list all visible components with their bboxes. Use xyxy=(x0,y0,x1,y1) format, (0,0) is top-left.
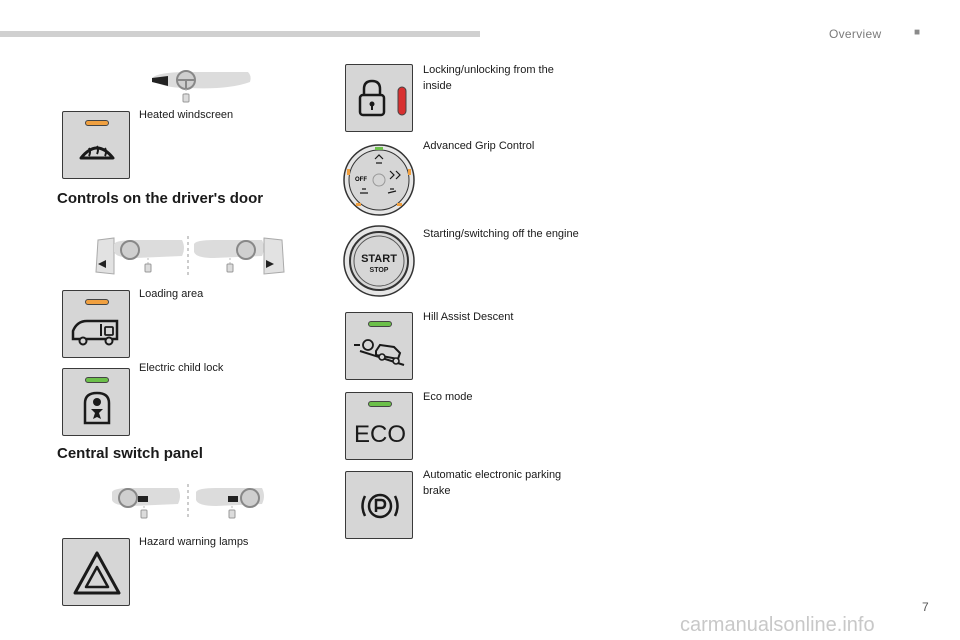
starting-label: Starting/switching off the engine xyxy=(423,228,579,240)
windscreen-heat-icon xyxy=(79,145,115,160)
parking-brake-button[interactable] xyxy=(345,471,413,539)
grip-control-label: Advanced Grip Control xyxy=(423,140,535,152)
windscreen-car-diagram xyxy=(152,70,251,103)
child-lock-button[interactable] xyxy=(62,368,130,436)
loading-area-label: Loading area xyxy=(139,288,204,300)
led-indicator xyxy=(368,401,392,407)
locking-label: Locking/unlocking from the inside xyxy=(423,64,554,92)
eco-mode-button[interactable]: ECO xyxy=(345,392,413,460)
padlock-icon xyxy=(358,79,407,117)
van-lock-icon xyxy=(71,319,119,346)
led-indicator xyxy=(85,120,109,126)
central-panel-car-diagram xyxy=(112,484,264,520)
start-text: START xyxy=(361,253,397,265)
child-lock-label: Electric child lock xyxy=(139,362,224,374)
hazard-triangle-icon xyxy=(73,551,121,595)
hill-assist-label: Hill Assist Descent xyxy=(423,311,514,323)
stop-text: STOP xyxy=(370,267,389,274)
eco-mode-label: Eco mode xyxy=(423,391,473,403)
page-number: 7 xyxy=(922,600,929,614)
section-title: Overview xyxy=(829,27,882,41)
parking-brake-label: Automatic electronic parking brake xyxy=(423,469,562,497)
heading-driver-door: Controls on the driver's door xyxy=(57,190,264,207)
hill-assist-button[interactable] xyxy=(345,312,413,380)
led-indicator xyxy=(368,321,392,327)
header-square-icon: ■ xyxy=(914,27,921,38)
central-locking-button[interactable] xyxy=(345,64,413,132)
hill-descent-icon xyxy=(354,339,405,366)
heated-windscreen-button[interactable] xyxy=(62,111,130,179)
led-indicator xyxy=(85,377,109,383)
heated-windscreen-label: Heated windscreen xyxy=(139,109,234,121)
grip-control-knob[interactable]: OFF xyxy=(342,143,416,217)
header-bar xyxy=(0,31,480,37)
loading-area-button[interactable] xyxy=(62,290,130,358)
eco-text: ECO xyxy=(353,421,406,448)
parking-brake-icon xyxy=(361,493,399,519)
hazard-warning-button[interactable] xyxy=(62,538,130,606)
grip-off-text: OFF xyxy=(355,177,367,183)
child-lock-icon xyxy=(83,391,111,425)
start-stop-button[interactable]: START STOP xyxy=(342,224,416,298)
driver-door-car-diagram xyxy=(95,236,285,276)
watermark: carmanualsonline.info xyxy=(680,614,875,636)
led-indicator xyxy=(85,299,109,305)
hazard-warning-label: Hazard warning lamps xyxy=(139,536,249,548)
heading-central-panel: Central switch panel xyxy=(57,445,203,462)
